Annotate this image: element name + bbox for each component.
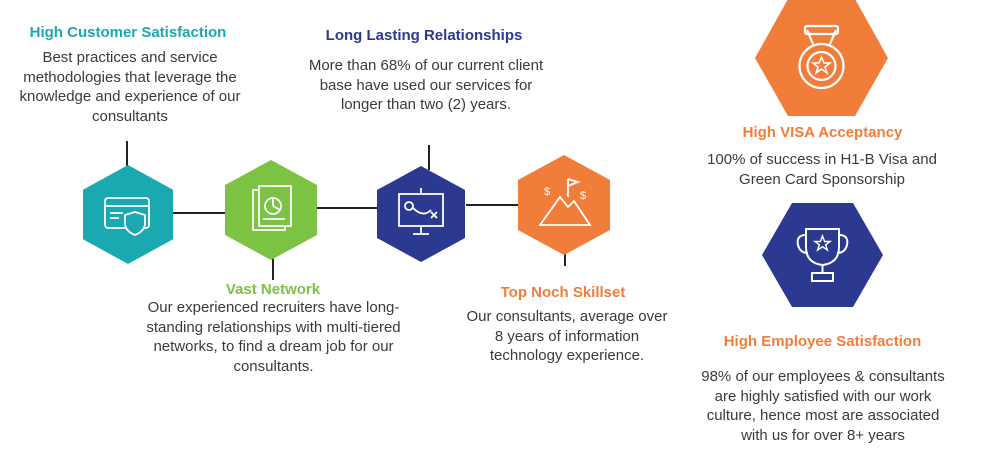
- documents-chart-icon: [252, 185, 292, 231]
- vast-network-title: Vast Network: [225, 281, 321, 298]
- connector-line-2: [317, 207, 384, 209]
- svg-text:$: $: [544, 186, 550, 198]
- customer-satisfaction-title: High Customer Satisfaction: [29, 24, 227, 41]
- medal-icon: [798, 24, 845, 90]
- mountain-flag-icon: $ $: [538, 178, 592, 226]
- svg-text:$: $: [580, 190, 586, 202]
- hexagon-customer-satisfaction: [83, 165, 173, 264]
- credit-card-shield-icon: [104, 197, 150, 236]
- employee-satisfaction-description: 98% of our employees & consultants are h…: [701, 368, 945, 444]
- hexagon-top-noch-skillset: $ $: [518, 155, 610, 255]
- employee-satisfaction-title: High Employee Satisfaction: [723, 333, 922, 350]
- connector-stem-2: [272, 254, 274, 280]
- connector-line-1: [162, 212, 230, 214]
- top-noch-skillset-description: Our consultants, average over 8 years of…: [466, 308, 668, 364]
- connector-stem-4: [564, 244, 566, 266]
- vast-network-description: Our experienced recruiters have long-sta…: [146, 299, 401, 375]
- top-noch-skillset-title: Top Noch Skillset: [500, 284, 626, 301]
- long-lasting-relationships-description: More than 68% of our current client base…: [308, 57, 544, 113]
- hexagon-high-employee-satisfaction: [762, 203, 883, 307]
- long-lasting-relationships-title: Long Lasting Relationships: [325, 27, 523, 44]
- strategy-board-icon: [398, 188, 444, 235]
- customer-satisfaction-description: Best practices and service methodologies…: [19, 49, 241, 125]
- trophy-icon: [796, 228, 849, 282]
- hexagon-high-visa-acceptancy: [755, 0, 888, 116]
- connector-stem-3: [428, 145, 430, 170]
- connector-stem-1: [126, 141, 128, 171]
- connector-line-3: [466, 204, 522, 206]
- visa-acceptancy-description: 100% of success in H1-B Visa and Green C…: [707, 151, 937, 188]
- hexagon-long-lasting-relationships: [377, 166, 465, 262]
- hexagon-vast-network: [225, 160, 317, 260]
- visa-acceptancy-title: High VISA Acceptancy: [742, 124, 903, 141]
